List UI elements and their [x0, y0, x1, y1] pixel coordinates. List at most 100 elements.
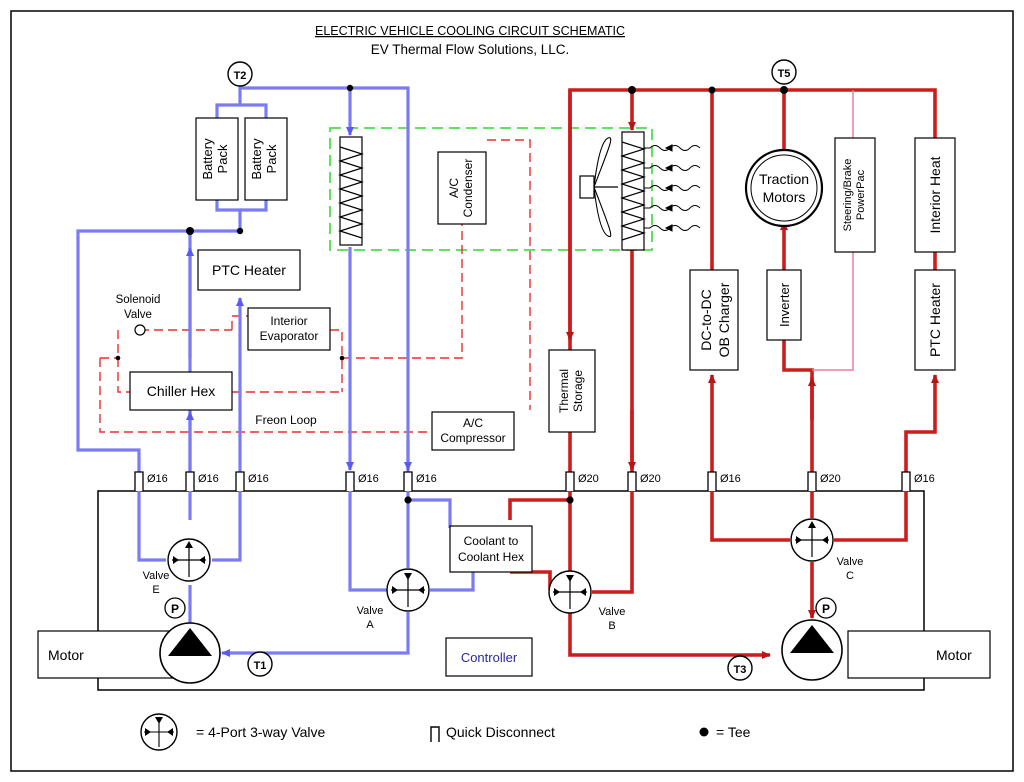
- ac-condenser: A/C Condenser: [437, 151, 487, 225]
- port-size-label: Ø16: [248, 473, 269, 485]
- motor-right-label: Motor: [936, 647, 972, 663]
- air-path-outline: [329, 127, 653, 251]
- sensor-t3-label: T3: [734, 664, 747, 676]
- fan-icon: [579, 137, 618, 238]
- sensor-t3: T3: [727, 655, 753, 681]
- controller-enclosure: [97, 490, 925, 691]
- evaporator-label-1: Interior: [270, 314, 307, 328]
- valve-c-label-2: C: [846, 570, 854, 582]
- page-border: [10, 10, 1014, 772]
- thermal-storage-label-1: Thermal: [557, 369, 571, 413]
- chiller-hex-label: Chiller Hex: [147, 383, 215, 399]
- quick-disconnect-icon: [901, 471, 911, 491]
- valve-e: Valve E: [143, 538, 211, 596]
- controller-label: Controller: [461, 650, 518, 665]
- thermal-storage-label-2: Storage: [571, 370, 585, 412]
- port-size-label: Ø20: [820, 473, 841, 485]
- steering-label-2: PowerPac: [855, 169, 867, 220]
- interior-heat: Interior Heat: [914, 137, 956, 253]
- quick-disconnect-icon: [807, 471, 817, 491]
- dcdc-charger: DC-to-DC OB Charger: [689, 269, 739, 371]
- freon-loop: Freon Loop: [99, 139, 531, 433]
- port-size-label: Ø20: [578, 473, 599, 485]
- condenser-label-2: Condenser: [461, 159, 475, 218]
- port-size-label: Ø16: [198, 473, 219, 485]
- title-line-1: ELECTRIC VEHICLE COOLING CIRCUIT SCHEMAT…: [315, 24, 625, 38]
- ptc-heater-right-label: PTC Heater: [927, 283, 943, 357]
- inverter: Inverter: [766, 269, 802, 341]
- sensor-t2: T2: [227, 61, 253, 87]
- battery-pack-1-label-a: Battery: [200, 138, 215, 180]
- port-size-label: Ø16: [720, 473, 741, 485]
- compressor-label-1: A/C: [463, 416, 483, 430]
- valve-a-label-1: Valve: [357, 605, 384, 617]
- steering-brake-powerpac: Steering/Brake PowerPac: [834, 137, 876, 253]
- condenser-label-1: A/C: [447, 178, 461, 198]
- valve-c-label-1: Valve: [837, 556, 864, 568]
- battery-pack-1-label-b: Pack: [215, 144, 230, 173]
- coolant-to-coolant-hex: Coolant to Coolant Hex: [449, 525, 533, 573]
- freon-loop-label: Freon Loop: [255, 413, 317, 427]
- inverter-label: Inverter: [777, 282, 792, 327]
- title-block: ELECTRIC VEHICLE COOLING CIRCUIT SCHEMAT…: [315, 24, 625, 57]
- traction-motors-label-1: Traction: [759, 171, 809, 187]
- solenoid-valve-icon: [134, 324, 146, 336]
- coolant-hex-label-1: Coolant to: [464, 534, 519, 548]
- sensor-t5: T5: [771, 59, 797, 85]
- valve-a-label-2: A: [366, 619, 374, 631]
- sensor-t1: T1: [247, 651, 273, 677]
- quick-disconnect-icon: [235, 471, 245, 491]
- battery-pack-1: Battery Pack: [195, 117, 239, 201]
- evaporator-label-2: Evaporator: [260, 329, 319, 343]
- pump-right-label: P: [822, 602, 830, 616]
- sensor-t1-label: T1: [254, 660, 267, 672]
- sensor-t5-label: T5: [778, 68, 791, 80]
- port-size-label: Ø20: [640, 473, 661, 485]
- radiator-high-temp: [620, 131, 646, 251]
- dcdc-label-1: DC-to-DC: [698, 289, 714, 350]
- legend-valve-label: = 4-Port 3-way Valve: [196, 724, 326, 740]
- ptc-heater-right: PTC Heater: [914, 269, 956, 371]
- sensor-t2-label: T2: [234, 70, 247, 82]
- valve-b-label-2: B: [608, 620, 615, 632]
- steering-label-1: Steering/Brake: [842, 159, 854, 232]
- quick-disconnect-icon: [345, 471, 355, 491]
- controller: Controller: [445, 637, 533, 677]
- battery-pack-2-label-b: Pack: [264, 144, 279, 173]
- airflow-arrows-icon: [644, 144, 701, 232]
- pump-left-label: P: [171, 602, 179, 616]
- legend-quick-disconnect-label: Quick Disconnect: [446, 724, 555, 740]
- legend-quick-disconnect-icon: [430, 726, 440, 742]
- blue-loop: [76, 84, 475, 657]
- solenoid-label-2: Valve: [124, 309, 152, 321]
- compressor-label-2: Compressor: [440, 431, 505, 445]
- legend-tee-label: = Tee: [716, 724, 751, 740]
- quick-disconnect-icon: [185, 471, 195, 491]
- traction-motors-label-2: Motors: [763, 189, 806, 205]
- quick-disconnect-icon: [707, 471, 717, 491]
- ac-compressor: A/C Compressor: [431, 411, 515, 451]
- title-line-2: EV Thermal Flow Solutions, LLC.: [371, 42, 570, 57]
- dcdc-label-2: OB Charger: [716, 282, 732, 357]
- legend-valve-icon: [140, 713, 178, 751]
- port-size-label: Ø16: [147, 473, 168, 485]
- quick-disconnect-icon: [565, 471, 575, 491]
- valve-b-label-1: Valve: [599, 606, 626, 618]
- motor-right: Motor: [847, 630, 991, 679]
- red-loop: [508, 86, 939, 659]
- chiller-hex: Chiller Hex: [129, 371, 233, 411]
- ptc-heater-left-label: PTC Heater: [212, 262, 286, 278]
- radiator-low-temp: [338, 136, 364, 246]
- quick-disconnect-icon: [403, 471, 413, 491]
- motor-left-label: Motor: [48, 647, 84, 663]
- port-size-label: Ø16: [358, 473, 379, 485]
- quick-disconnect-icon: [134, 471, 144, 491]
- coolant-hex-label-2: Coolant Hex: [458, 550, 524, 564]
- legend-tee-icon: [699, 727, 709, 737]
- solenoid-valve: Solenoid Valve: [116, 294, 160, 336]
- battery-pack-2: Battery Pack: [244, 117, 288, 201]
- pump-right: P: [781, 597, 843, 681]
